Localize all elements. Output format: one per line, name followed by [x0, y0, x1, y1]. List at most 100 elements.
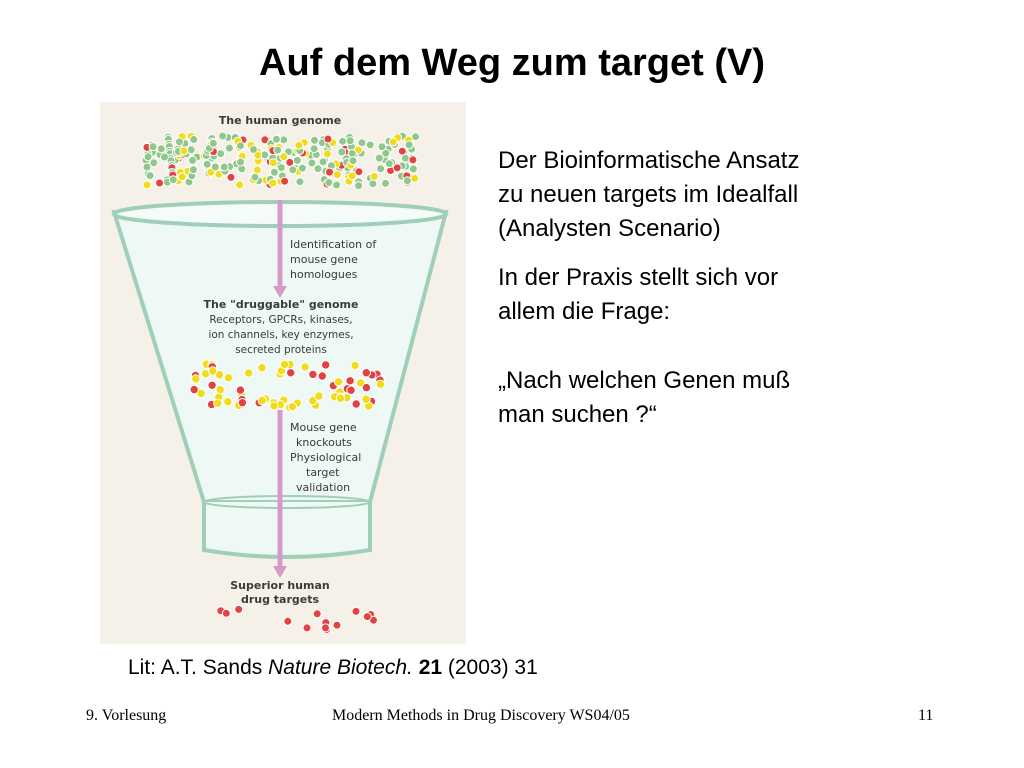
superior-line1: Superior human	[230, 579, 329, 592]
target-dot	[221, 608, 231, 618]
genome-dot	[392, 163, 402, 173]
druggable-dot	[279, 359, 290, 370]
genome-dot	[160, 152, 169, 162]
target-dot	[351, 606, 361, 616]
genome-dot	[271, 134, 281, 144]
druggable-dot	[235, 385, 246, 395]
genome-dot	[332, 170, 342, 180]
genome-dot	[310, 135, 319, 145]
human-genome-label: The human genome	[219, 114, 341, 127]
druggable-dot	[244, 368, 254, 378]
genome-dot	[325, 167, 334, 177]
genome-dot	[365, 140, 375, 150]
genome-dot	[322, 149, 332, 159]
step1-line1: Identification of	[290, 238, 377, 251]
genome-dot	[235, 180, 245, 190]
druggable-title: The "druggable" genome	[204, 298, 359, 311]
genome-dot	[384, 159, 394, 169]
druggable-dot	[223, 373, 234, 383]
druggable-dot	[361, 382, 372, 393]
genome-dot	[377, 142, 387, 152]
genome-dot	[177, 172, 187, 182]
genome-dot	[318, 157, 328, 167]
druggable-line2: ion channels, key enzymes,	[208, 329, 353, 341]
superior-line2: drug targets	[241, 593, 320, 606]
genome-dot	[381, 178, 390, 188]
genome-dot	[408, 155, 418, 165]
para1-line3: (Analysten Scenario)	[498, 215, 721, 242]
druggable-line1: Receptors, GPCRs, kinases,	[209, 314, 352, 326]
druggable-dot	[308, 395, 318, 406]
genome-dot	[368, 179, 378, 189]
genome-dot	[295, 177, 305, 187]
genome-dot	[288, 165, 298, 175]
genome-dot	[174, 137, 184, 147]
druggable-dot	[215, 384, 225, 395]
target-dot	[302, 623, 312, 633]
genome-dot	[337, 147, 347, 157]
druggable-dot	[317, 371, 328, 381]
step2-line1: Mouse gene	[290, 421, 357, 434]
genome-dot	[156, 144, 166, 154]
genome-dot	[411, 132, 421, 142]
genome-dot	[345, 136, 355, 146]
genome-dot	[269, 167, 279, 177]
druggable-dot	[375, 379, 386, 389]
genome-dot	[218, 131, 228, 141]
genome-dot	[388, 137, 398, 147]
lit-journal: Nature Biotech.	[268, 656, 413, 679]
target-dot	[332, 620, 342, 630]
druggable-dot	[213, 398, 223, 408]
step1-line2: mouse gene	[290, 253, 358, 266]
genome-dot	[324, 178, 334, 187]
druggable-dot	[269, 401, 279, 411]
target-dot	[362, 612, 372, 622]
footer-course: Modern Methods in Drug Discovery WS04/05	[332, 707, 630, 724]
genome-dot	[155, 178, 164, 188]
genome-dot	[143, 152, 153, 162]
genome-dot	[292, 155, 302, 165]
para3-line1: „Nach welchen Genen muß	[498, 367, 791, 394]
human-genome-dots	[141, 131, 421, 191]
paragraph-ideal-approach: Der Bioinformatische Ansatz zu neuen tar…	[498, 144, 878, 246]
target-dot	[321, 623, 330, 633]
genome-dot	[249, 145, 258, 154]
genome-dot	[323, 134, 333, 144]
druggable-dot	[237, 398, 248, 408]
step2-line3: Physiological	[290, 451, 361, 464]
genome-dot	[280, 176, 290, 186]
druggable-dot	[345, 376, 355, 386]
genome-dot	[357, 138, 367, 148]
druggable-dot	[300, 362, 310, 372]
step1-line3: homologues	[290, 268, 358, 281]
druggable-dot	[346, 385, 356, 395]
footer-page-number: 11	[918, 707, 934, 724]
genome-dot	[189, 135, 199, 144]
druggable-dot	[208, 366, 218, 376]
literature-reference: Lit: A.T. Sands Nature Biotech. 21 (2003…	[128, 656, 538, 680]
genome-dot	[297, 163, 307, 173]
genome-dot	[236, 157, 245, 167]
druggable-dot	[286, 368, 296, 378]
target-dot	[283, 616, 293, 626]
superior-target-dots	[216, 604, 378, 635]
genome-dot	[250, 172, 260, 182]
druggable-dot	[350, 360, 360, 371]
genome-dot	[279, 152, 289, 162]
genome-dot	[236, 141, 245, 151]
genome-dot	[202, 159, 212, 169]
druggable-dot	[333, 377, 344, 387]
genome-dot	[148, 142, 158, 152]
druggable-dot	[189, 384, 199, 395]
genome-dot	[309, 144, 319, 154]
genome-dot	[400, 153, 410, 163]
funnel-diagram: The human genome Identification of mouse…	[111, 114, 449, 635]
lit-volume: 21	[418, 656, 443, 679]
genome-dot	[354, 181, 364, 191]
druggable-line3: secreted proteins	[235, 344, 327, 356]
druggable-dot	[223, 397, 233, 407]
genome-dot	[142, 162, 152, 172]
genome-dot	[219, 162, 229, 172]
genome-dot	[332, 180, 341, 190]
druggable-dot	[361, 394, 371, 404]
